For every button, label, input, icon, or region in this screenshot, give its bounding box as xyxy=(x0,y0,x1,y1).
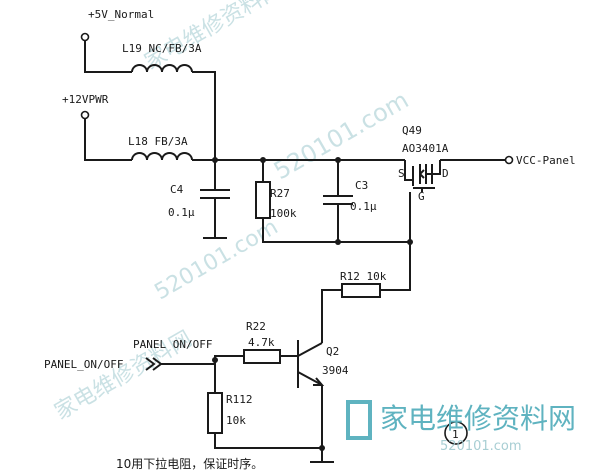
vcc-terminal xyxy=(504,155,514,165)
r112-ref: R112 xyxy=(226,393,253,406)
q49-pin-d: D xyxy=(442,167,449,180)
c3-value: 0.1μ xyxy=(350,200,377,213)
r27-value: 100k xyxy=(270,207,297,220)
watermark-logo: 家电维修资料网 520101.com xyxy=(346,400,576,454)
circled-marker xyxy=(444,421,468,445)
r27-ref: R27 xyxy=(270,187,290,200)
v12-terminal xyxy=(80,110,90,120)
panel-net-label: PANEL ON/OFF xyxy=(133,338,212,351)
r22-resistor xyxy=(243,349,281,364)
logo-brand-text: 家电维修资料网 xyxy=(380,402,576,435)
c4-ref: C4 xyxy=(170,183,184,196)
r112-value: 10k xyxy=(226,414,246,427)
wire xyxy=(321,289,342,343)
l18-inductor xyxy=(131,152,193,161)
c4-capacitor xyxy=(200,160,230,239)
wire xyxy=(380,192,411,291)
circled-marker-number: 1 xyxy=(452,428,459,441)
panel-input-label: PANEL_ON/OFF xyxy=(44,358,123,371)
logo-box xyxy=(346,400,372,440)
q2-part: 3904 xyxy=(322,364,349,377)
q49-mosfet xyxy=(404,160,441,192)
wire xyxy=(192,71,216,160)
q2-transistor xyxy=(297,340,325,388)
wire xyxy=(262,218,410,243)
junction-dot xyxy=(319,445,325,451)
v12-label: +12VPWR xyxy=(62,93,109,106)
l19-inductor xyxy=(131,64,193,73)
note-text: 10用下拉电阻，保证时序。 xyxy=(116,456,263,471)
q49-ref: Q49 xyxy=(402,124,422,137)
logo-site-text: 520101.com xyxy=(440,439,522,454)
r12-label: R12 10k xyxy=(340,270,387,283)
v5-label: +5V_Normal xyxy=(88,8,154,21)
l19-label: L19 NC/FB/3A xyxy=(122,42,202,55)
q2-ref: Q2 xyxy=(326,345,339,358)
r112-resistor xyxy=(207,392,223,434)
r12-resistor xyxy=(341,283,381,298)
c4-value: 0.1μ xyxy=(168,206,195,219)
wire xyxy=(214,433,322,449)
c3-capacitor xyxy=(323,160,353,242)
q49-pin-s: S xyxy=(398,167,405,180)
q49-pin-g: G xyxy=(418,190,425,203)
r22-value: 4.7k xyxy=(248,336,275,349)
watermark-text: 520101.com xyxy=(269,86,413,186)
c3-ref: C3 xyxy=(355,179,368,192)
l18-label: L18 FB/3A xyxy=(128,135,188,148)
wire xyxy=(84,118,132,161)
v5-terminal xyxy=(80,32,90,42)
wire xyxy=(84,40,132,73)
watermark-text: 家电维修资料网 xyxy=(141,0,287,75)
r27-resistor xyxy=(255,181,271,219)
r22-ref: R22 xyxy=(246,320,266,333)
q49-part: AO3401A xyxy=(402,142,449,155)
vcc-label: VCC-Panel xyxy=(516,154,576,167)
